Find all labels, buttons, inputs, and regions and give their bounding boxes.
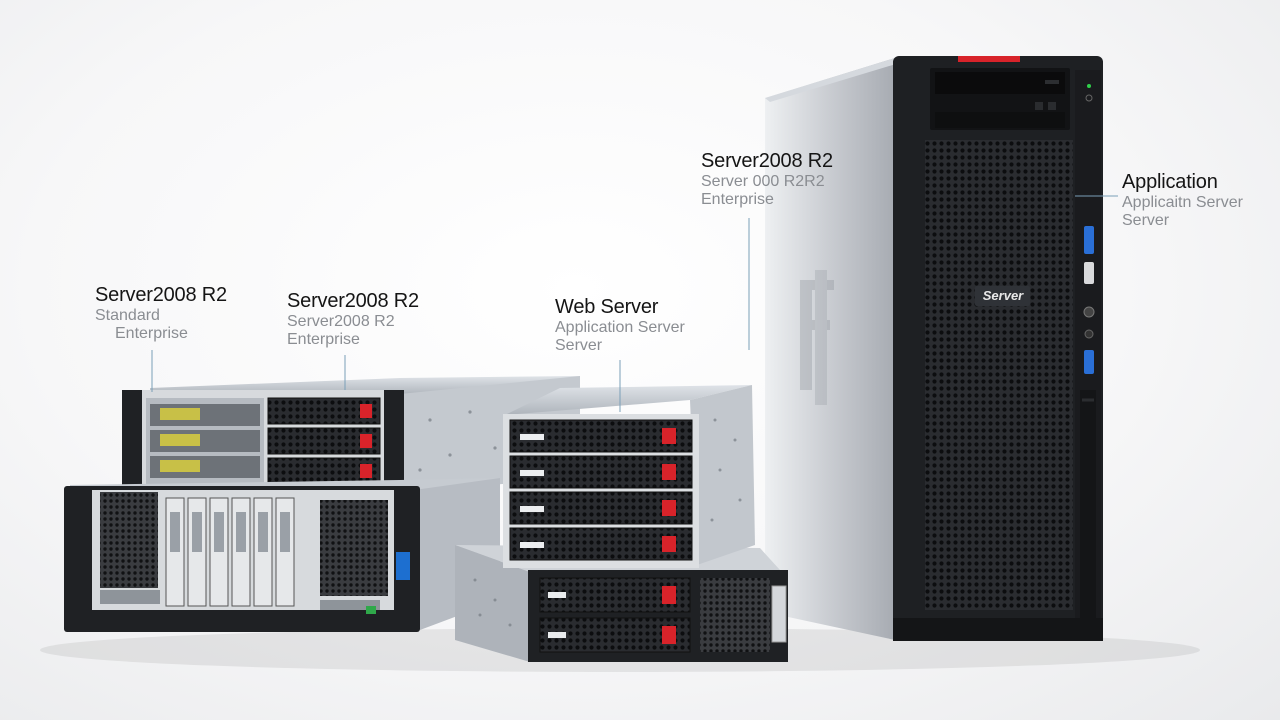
usb-port-blue-2 bbox=[1084, 350, 1094, 374]
label-web-line1: Application Server bbox=[555, 319, 685, 336]
power-button bbox=[1085, 94, 1093, 102]
label-web: Web Server Application Server Server bbox=[555, 296, 685, 356]
usb-port-blue-1 bbox=[1084, 226, 1094, 254]
audio-jack bbox=[1083, 306, 1095, 318]
tower-side-panel bbox=[765, 58, 895, 640]
label-tower-top-line2: Enterprise bbox=[701, 191, 774, 209]
rack-status-sticker bbox=[396, 552, 410, 580]
tower-badge-bg bbox=[975, 286, 1030, 306]
label-rack1-title: Server2008 R2 bbox=[95, 284, 227, 306]
label-web-title: Web Server bbox=[555, 296, 659, 318]
label-rack1-line1: Standard bbox=[95, 307, 160, 324]
usb-port-1 bbox=[1084, 262, 1094, 284]
rack-server-top bbox=[122, 376, 580, 492]
tower-badge: Server bbox=[982, 288, 1024, 303]
power-led bbox=[1087, 84, 1091, 88]
tower-side-logo bbox=[800, 270, 834, 405]
label-web-line2: Server bbox=[555, 337, 603, 355]
label-tower-top: Server2008 R2 Server 000 R2R2 Enterprise bbox=[701, 150, 833, 210]
label-rack2: Server2008 R2 Server2008 R2 Enterprise bbox=[287, 290, 419, 350]
label-rack1-line2: Enterprise bbox=[115, 325, 188, 343]
label-app: Application Applicaitn Server Server bbox=[1122, 171, 1243, 231]
tower-mesh-front bbox=[925, 140, 1073, 610]
tower-lower-vents bbox=[1080, 390, 1096, 620]
tower-server bbox=[765, 56, 1103, 641]
label-app-title: Application bbox=[1122, 171, 1218, 193]
label-rack2-title: Server2008 R2 bbox=[287, 290, 419, 312]
label-app-line2: Server bbox=[1122, 212, 1170, 230]
tower-top-red-accent bbox=[958, 56, 1020, 62]
label-tower-top-line1: Server 000 R2R2 bbox=[701, 173, 825, 190]
tower-base bbox=[893, 618, 1103, 641]
label-tower-top-title: Server2008 R2 bbox=[701, 150, 833, 172]
middle-server-upper bbox=[503, 385, 755, 568]
audio-jack-2 bbox=[1084, 329, 1094, 339]
label-app-line1: Applicaitn Server bbox=[1122, 194, 1243, 211]
leader-lines bbox=[151, 195, 1118, 412]
optical-drive bbox=[935, 72, 1065, 94]
label-rack2-line1: Server2008 R2 bbox=[287, 313, 395, 330]
label-rack1: Server2008 R2 Standard Enterprise bbox=[95, 284, 227, 344]
rack-server-bottom bbox=[64, 478, 500, 632]
label-rack2-line2: Enterprise bbox=[287, 331, 360, 349]
